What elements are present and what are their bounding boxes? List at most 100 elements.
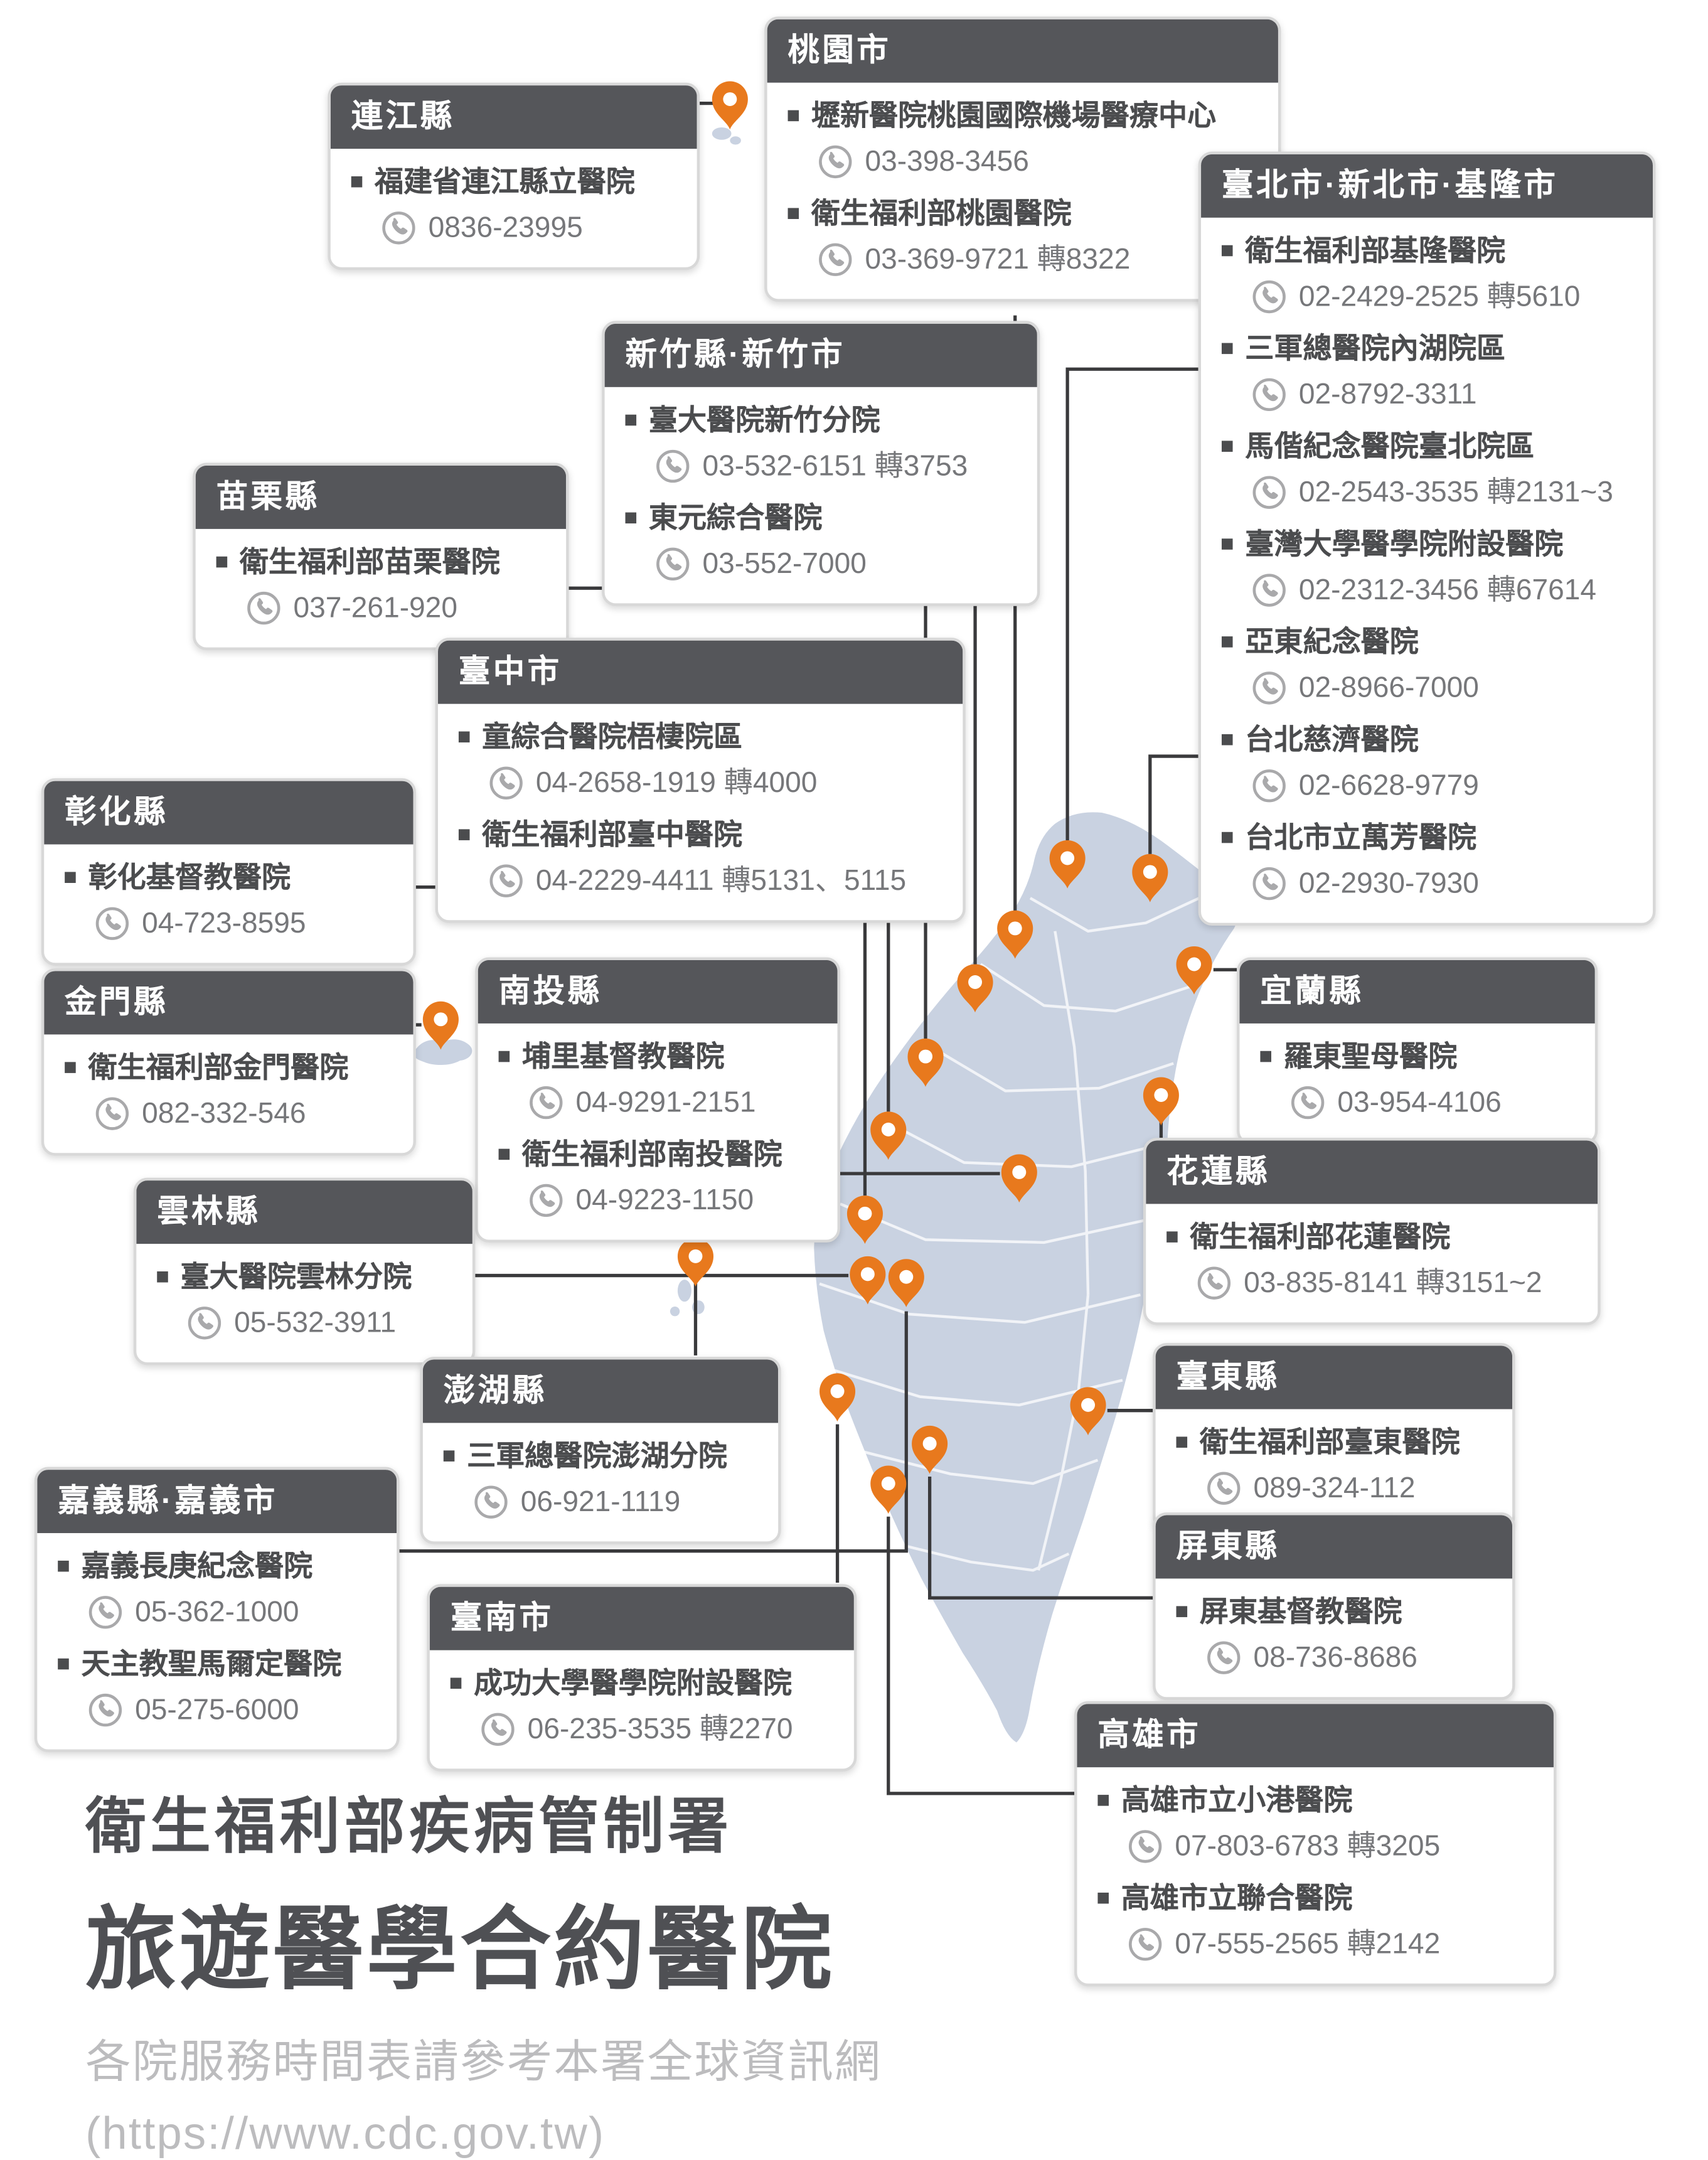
hospital-entry: 衛生福利部桃園醫院 03-369-9721 轉8322 xyxy=(787,194,1261,281)
phone-icon xyxy=(819,146,852,179)
map-pin-miaoli-icon xyxy=(907,1039,944,1087)
hospital-phone-row: 04-2229-4411 轉5131、5115 xyxy=(489,861,945,902)
map-pins xyxy=(422,81,1212,1514)
hospital-name: 衛生福利部臺中醫院 xyxy=(482,819,743,852)
phone-number: 0836-23995 xyxy=(428,211,583,244)
hospital-phone-row: 07-803-6783 轉3205 xyxy=(1128,1826,1536,1868)
hospital-name-row: 三軍總醫院內湖院區 xyxy=(1221,329,1635,370)
phone-icon xyxy=(474,1486,508,1519)
hospital-name: 屏東基督教醫院 xyxy=(1199,1596,1402,1628)
hospital-phone-row: 04-723-8595 xyxy=(95,904,395,945)
hospital-name: 童綜合醫院梧棲院區 xyxy=(482,721,743,754)
region-card-body: 高雄市立小港醫院 07-803-6783 轉3205 高雄市立聯合醫院 07-5… xyxy=(1077,1767,1553,1984)
hospital-name: 亞東紀念醫院 xyxy=(1245,626,1419,658)
hospital-phone-row: 06-235-3535 轉2270 xyxy=(481,1709,836,1751)
phone-number: 03-398-3456 xyxy=(865,146,1029,178)
bullet-icon xyxy=(1176,1606,1188,1617)
hospital-name-row: 嘉義長庚紀念醫院 xyxy=(58,1547,378,1588)
hospital-entry: 台北慈濟醫院 02-6628-9779 xyxy=(1221,720,1635,807)
hospital-entry: 臺大醫院新竹分院 03-532-6151 轉3753 xyxy=(625,401,1020,488)
phone-icon xyxy=(1207,1642,1241,1675)
hospital-entry: 嘉義長庚紀念醫院 05-362-1000 xyxy=(58,1547,378,1633)
footer-note: 各院服務時間表請參考本署全球資訊網 xyxy=(85,2036,882,2087)
phone-number: 02-2930-7930 xyxy=(1298,867,1479,900)
hospital-name-row: 壢新醫院桃園國際機場醫療中心 xyxy=(787,96,1261,137)
phone-number: 02-2312-3456 轉67614 xyxy=(1298,574,1597,606)
hospital-name: 羅東聖母醫院 xyxy=(1283,1041,1458,1073)
region-card-body: 埔里基督教醫院 04-9291-2151 衛生福利部南投醫院 04-9223-1… xyxy=(478,1024,838,1240)
phone-number: 07-555-2565 轉2142 xyxy=(1175,1928,1441,1960)
region-card-body: 臺大醫院雲林分院 05-532-3911 xyxy=(136,1244,472,1362)
hospital-phone-row: 06-921-1119 xyxy=(474,1482,761,1524)
hospital-name: 福建省連江縣立醫院 xyxy=(375,166,635,198)
hospital-entry: 三軍總醫院澎湖分院 06-921-1119 xyxy=(443,1436,761,1524)
phone-icon xyxy=(489,865,523,898)
region-card-chiayi: 嘉義縣·嘉義市 嘉義長庚紀念醫院 05-362-1000 天主教聖馬爾定醫院 0… xyxy=(34,1467,400,1752)
region-card-body: 成功大學醫學院附設醫院 06-235-3535 轉2270 xyxy=(430,1650,854,1768)
bullet-icon xyxy=(65,872,76,883)
hospital-phone-row: 03-369-9721 轉8322 xyxy=(818,240,1261,281)
phone-icon xyxy=(88,1596,122,1630)
hospital-name-row: 亞東紀念醫院 xyxy=(1221,623,1635,664)
map-pin-kaohsiung-icon xyxy=(870,1465,907,1514)
hospital-name-row: 台北市立萬芳醫院 xyxy=(1221,818,1635,860)
phone-number: 03-552-7000 xyxy=(702,548,867,580)
hospital-name: 臺大醫院新竹分院 xyxy=(648,405,880,437)
hospital-name: 衛生福利部基隆醫院 xyxy=(1245,235,1506,267)
hospital-name-row: 衛生福利部南投醫院 xyxy=(498,1135,819,1176)
region-card-yilan: 宜蘭縣 羅東聖母醫院 03-954-4106 xyxy=(1237,957,1598,1145)
hospital-phone-row: 04-9291-2151 xyxy=(529,1083,819,1124)
region-title: 彰化縣 xyxy=(44,781,414,845)
region-card-taoyuan: 桃園市 壢新醫院桃園國際機場醫療中心 03-398-3456 衛生福利部桃園醫院… xyxy=(764,16,1281,302)
hospital-phone-row: 02-2312-3456 轉67614 xyxy=(1252,570,1635,611)
phone-number: 02-6628-9779 xyxy=(1298,769,1479,802)
bullet-icon xyxy=(787,110,799,121)
hospital-name-row: 東元綜合醫院 xyxy=(625,498,1020,540)
region-title: 高雄市 xyxy=(1077,1704,1554,1767)
phone-icon xyxy=(1128,1831,1162,1864)
hospital-name-row: 高雄市立聯合醫院 xyxy=(1097,1879,1535,1920)
bullet-icon xyxy=(450,1677,462,1689)
bullet-icon xyxy=(1166,1231,1178,1243)
hospital-phone-row: 0836-23995 xyxy=(382,208,679,249)
map-pin-tainan-icon xyxy=(819,1373,856,1422)
connector-keelung xyxy=(1065,367,1198,840)
hospital-entry: 壢新醫院桃園國際機場醫療中心 03-398-3456 xyxy=(787,96,1261,183)
bullet-icon xyxy=(1221,831,1233,843)
hospital-name: 衛生福利部南投醫院 xyxy=(521,1139,782,1171)
phone-number: 082-332-546 xyxy=(142,1098,306,1130)
region-title: 臺北市·新北市·基隆市 xyxy=(1201,154,1653,218)
hospital-phone-row: 03-532-6151 轉3753 xyxy=(656,446,1019,488)
hospital-name: 成功大學醫學院附設醫院 xyxy=(474,1667,793,1700)
region-card-body: 壢新醫院桃園國際機場醫療中心 03-398-3456 衛生福利部桃園醫院 03-… xyxy=(767,82,1278,299)
hospital-name-row: 羅東聖母醫院 xyxy=(1260,1037,1577,1079)
phone-icon xyxy=(1252,378,1286,412)
hospital-name: 衛生福利部金門醫院 xyxy=(88,1052,349,1084)
phone-icon xyxy=(95,1098,129,1131)
hospital-entry: 福建省連江縣立醫院 0836-23995 xyxy=(351,163,679,249)
hospital-entry: 衛生福利部臺東醫院 089-324-112 xyxy=(1176,1423,1495,1509)
region-card-body: 嘉義長庚紀念醫院 05-362-1000 天主教聖馬爾定醫院 05-275-60… xyxy=(37,1533,397,1750)
hospital-name: 三軍總醫院內湖院區 xyxy=(1245,333,1506,365)
hospital-entry: 衛生福利部金門醫院 082-332-546 xyxy=(65,1048,395,1135)
phone-icon xyxy=(247,592,280,626)
hospital-name-row: 屏東基督教醫院 xyxy=(1176,1592,1495,1633)
phone-icon xyxy=(530,1086,563,1120)
hospital-phone-row: 02-8792-3311 xyxy=(1252,375,1635,416)
hospital-phone-row: 08-736-8686 xyxy=(1207,1638,1495,1679)
phone-number: 02-2543-3535 轉2131~3 xyxy=(1298,476,1613,508)
phone-number: 05-275-6000 xyxy=(135,1694,299,1726)
bullet-icon xyxy=(216,556,228,568)
phone-icon xyxy=(819,243,852,277)
phone-number: 08-736-8686 xyxy=(1253,1642,1417,1674)
bullet-icon xyxy=(1221,343,1233,354)
hospital-name-row: 童綜合醫院梧棲院區 xyxy=(458,717,945,759)
region-card-body: 羅東聖母醫院 03-954-4106 xyxy=(1240,1024,1595,1142)
hospital-entry: 三軍總醫院內湖院區 02-8792-3311 xyxy=(1221,329,1635,416)
hospital-entry: 臺灣大學醫學院附設醫院 02-2312-3456 轉67614 xyxy=(1221,525,1635,611)
hospital-entry: 衛生福利部苗栗醫院 037-261-920 xyxy=(216,543,548,629)
region-title: 澎湖縣 xyxy=(422,1359,779,1423)
bullet-icon xyxy=(1097,1892,1109,1904)
bullet-icon xyxy=(1176,1436,1188,1448)
connector-taipei xyxy=(1148,754,1198,854)
